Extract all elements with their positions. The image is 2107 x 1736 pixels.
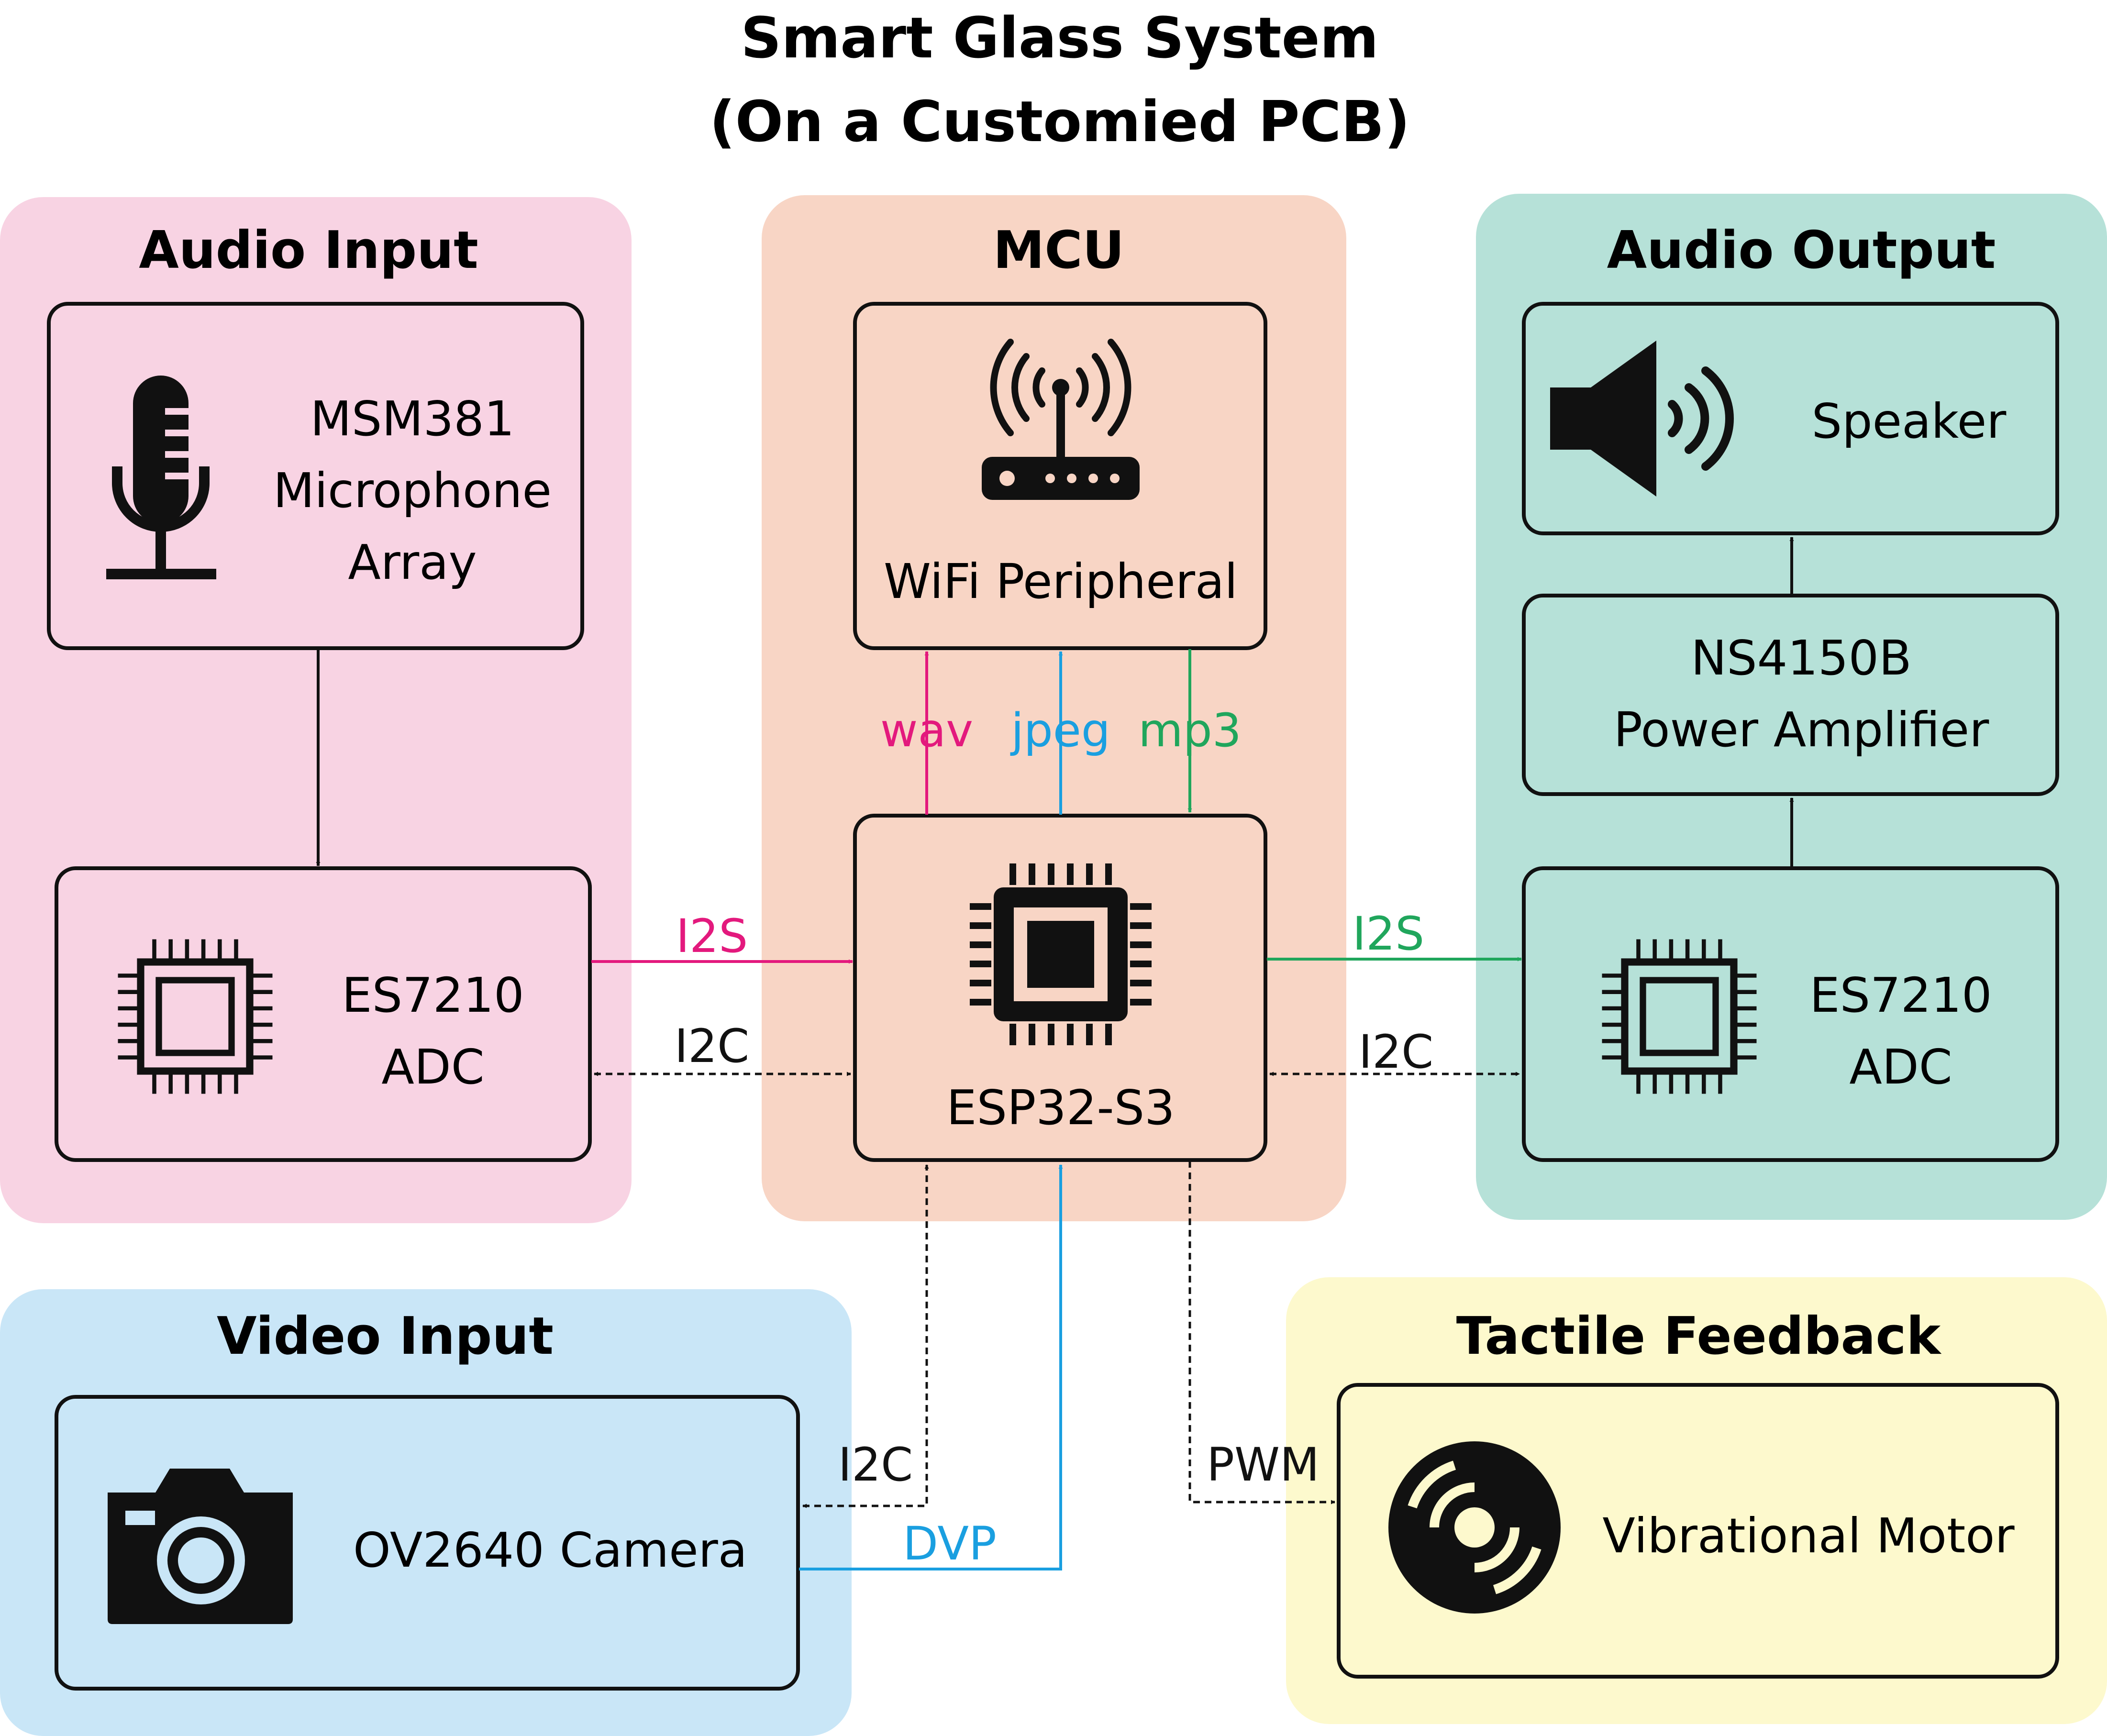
node-microphone-array — [47, 302, 584, 650]
wifi-label: WiFi Peripheral — [884, 553, 1238, 609]
adc-out-label-line2: ADC — [1849, 1039, 1952, 1095]
mic-label-line1: MSM381 — [311, 391, 515, 447]
group-title-audio-output: Audio Output — [1607, 221, 1996, 280]
mic-label-line3: Array — [348, 534, 477, 590]
chip-icon-esp32 — [970, 863, 1152, 1045]
group-title-tactile: Tactile Feedback — [1456, 1306, 1942, 1366]
motor-label: Vibrational Motor — [1602, 1508, 2015, 1564]
vibration-motor-icon — [1388, 1441, 1561, 1614]
edge-label-wav: wav — [880, 704, 973, 757]
group-title-video-input: Video Input — [217, 1306, 554, 1366]
edge-pwm — [1188, 1161, 1335, 1504]
esp-label: ESP32-S3 — [946, 1080, 1175, 1136]
camera-icon — [108, 1469, 293, 1624]
group-title-audio-input: Audio Input — [139, 221, 478, 280]
adc-in-label-line2: ADC — [381, 1039, 484, 1095]
router-icon — [982, 339, 1140, 500]
node-wifi-peripheral — [853, 302, 1267, 650]
node-camera — [55, 1395, 800, 1691]
edge-label-i2c-out: I2C — [1359, 1025, 1433, 1079]
edge-label-i2s-out: I2S — [1353, 907, 1424, 961]
edge-label-pwm: PWM — [1207, 1438, 1320, 1492]
camera-label: OV2640 Camera — [353, 1522, 747, 1578]
node-speaker — [1522, 302, 2059, 535]
edge-label-i2s-in: I2S — [676, 909, 748, 963]
edge-label-dvp: DVP — [903, 1517, 997, 1570]
node-adc-input — [55, 866, 592, 1162]
group-mcu — [762, 195, 1346, 1221]
adc-in-label-line1: ES7210 — [342, 967, 524, 1023]
node-esp32 — [853, 814, 1267, 1162]
diagram-title-line2: (On a Customied PCB) — [710, 88, 1410, 155]
group-tactile-feedback — [1286, 1277, 2107, 1724]
speaker-label: Speaker — [1812, 393, 2007, 449]
node-vibrational-motor — [1337, 1383, 2059, 1679]
microphone-icon — [106, 376, 216, 579]
group-title-mcu: MCU — [993, 221, 1124, 280]
amp-label-line1: NS4150B — [1691, 630, 1911, 686]
node-adc-output — [1522, 866, 2059, 1162]
group-video-input — [0, 1289, 852, 1736]
amp-label-line2: Power Amplifier — [1614, 702, 1990, 758]
edge-label-i2c-in: I2C — [675, 1019, 749, 1073]
edge-label-jpeg: jpeg — [1010, 704, 1110, 757]
mic-label-line2: Microphone — [273, 463, 552, 519]
edge-label-mp3: mp3 — [1138, 704, 1242, 757]
adc-out-label-line1: ES7210 — [1809, 967, 1992, 1023]
edge-dvp — [799, 1164, 1063, 1570]
speaker-icon — [1550, 341, 1734, 497]
group-audio-input — [0, 197, 632, 1223]
diagram-title-line1: Smart Glass System — [741, 5, 1378, 71]
node-power-amplifier — [1522, 594, 2059, 796]
edge-label-i2c-camera: I2C — [838, 1438, 913, 1492]
